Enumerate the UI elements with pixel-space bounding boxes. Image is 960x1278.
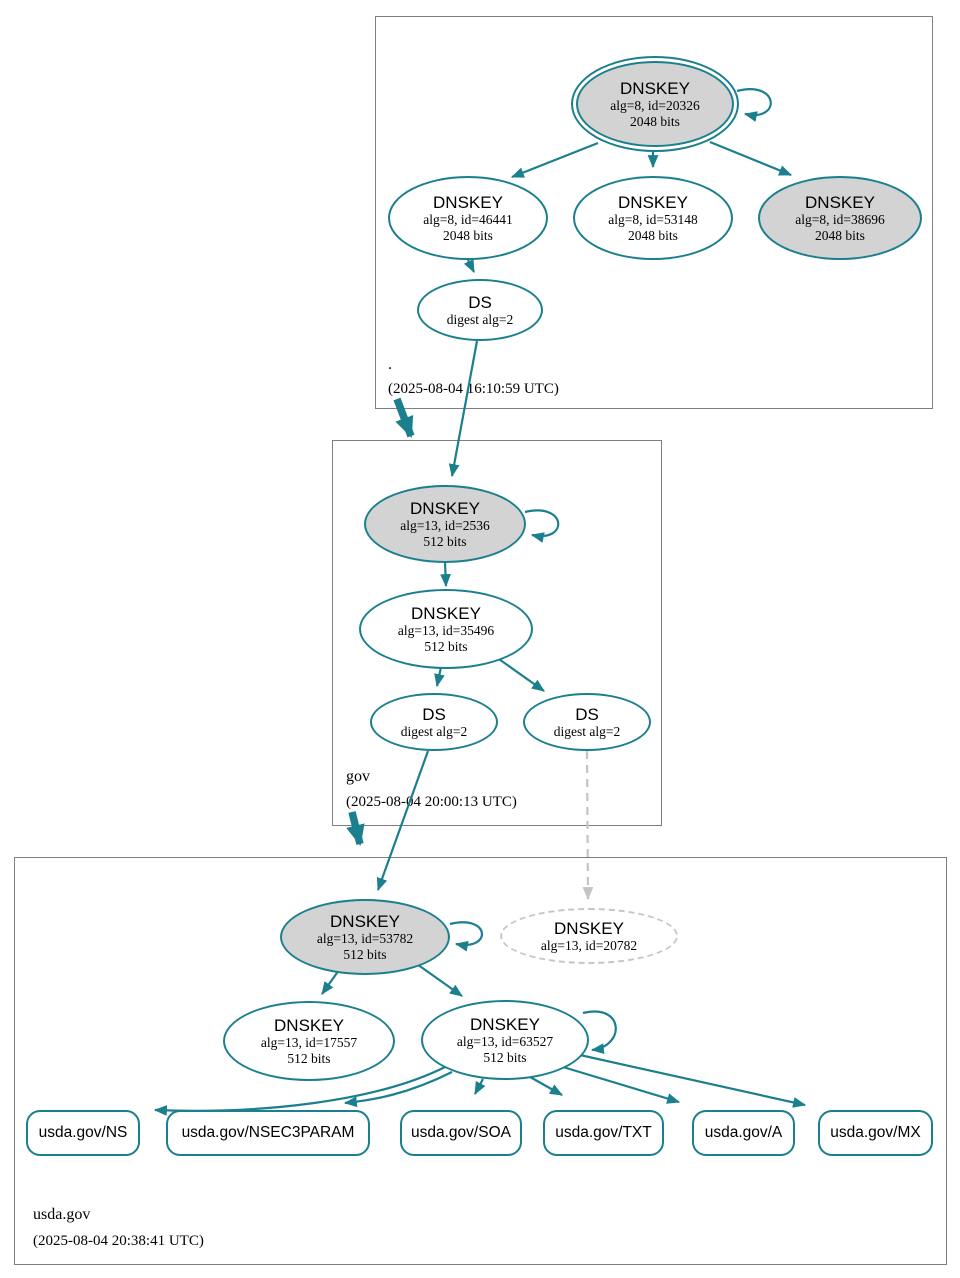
node-detail: alg=13, id=53782: [316, 930, 414, 946]
node-title: DNSKEY: [470, 1014, 540, 1034]
node-detail: alg=13, id=35496: [397, 622, 495, 638]
delegation-arrow-root-to-gov: [393, 397, 415, 438]
node-detail: alg=8, id=20326: [610, 97, 700, 113]
rrset-label: usda.gov/TXT: [555, 1124, 652, 1141]
dnskey-35496-node[interactable]: DNSKEY alg=13, id=35496 512 bits: [359, 589, 533, 669]
edge-ds2-to-missing-dnskey-20782: [582, 750, 594, 901]
dnskey-2536-node[interactable]: DNSKEY alg=13, id=2536 512 bits: [364, 485, 526, 563]
node-detail: alg=13, id=63527: [456, 1033, 554, 1049]
dnskey-46441-node[interactable]: DNSKEY alg=8, id=46441 2048 bits: [388, 176, 548, 260]
dnskey-20782-missing-node[interactable]: DNSKEY alg=13, id=20782: [500, 908, 678, 964]
dnskey-38696-node[interactable]: DNSKEY alg=8, id=38696 2048 bits: [758, 176, 922, 260]
edge-53782-to-17557: [321, 969, 340, 995]
edge-63527-to-nsec3param: [343, 1071, 453, 1108]
rrset-usda-gov-txt[interactable]: usda.gov/TXT: [543, 1110, 664, 1156]
edge-63527-to-a: [552, 1062, 681, 1104]
edge-46441-to-ds-root: [463, 258, 475, 273]
node-title: DNSKEY: [410, 498, 480, 518]
zone-box-gov: [332, 440, 662, 826]
node-detail: alg=13, id=17557: [260, 1034, 358, 1050]
edge-20326-to-38696: [709, 140, 793, 177]
rrset-label: usda.gov/A: [704, 1124, 783, 1141]
node-title: DS: [575, 704, 599, 724]
zone-timestamp-root: (2025-08-04 16:10:59 UTC): [388, 381, 559, 397]
node-bits: 2048 bits: [628, 227, 678, 243]
rrset-usda-gov-nsec3param[interactable]: usda.gov/NSEC3PARAM: [166, 1110, 370, 1156]
node-title: DNSKEY: [620, 78, 690, 98]
dnskey-53148-node[interactable]: DNSKEY alg=8, id=53148 2048 bits: [573, 176, 733, 260]
node-title: DNSKEY: [618, 192, 688, 212]
node-bits: 512 bits: [483, 1049, 527, 1065]
rrset-usda-gov-mx[interactable]: usda.gov/MX: [818, 1110, 933, 1156]
edge-selfsign-2536: [524, 509, 560, 543]
node-detail: alg=8, id=53148: [608, 211, 698, 227]
rrset-usda-gov-a[interactable]: usda.gov/A: [692, 1110, 795, 1156]
node-title: DNSKEY: [274, 1015, 344, 1035]
node-title: DS: [468, 292, 492, 312]
dnskey-20326-inner: DNSKEY alg=8, id=20326 2048 bits: [576, 61, 734, 147]
edge-selfsign-20326: [736, 88, 772, 122]
node-detail: digest alg=2: [400, 723, 468, 739]
zone-box-usda-gov: [14, 857, 947, 1265]
zone-box-root: [375, 16, 933, 409]
zone-timestamp-gov: (2025-08-04 20:00:13 UTC): [346, 794, 517, 810]
edge-ds-root-to-gov-ksk: [448, 340, 479, 478]
rrset-usda-gov-ns[interactable]: usda.gov/NS: [26, 1110, 140, 1156]
node-title: DNSKEY: [411, 603, 481, 623]
edge-20326-to-46441: [510, 141, 599, 179]
zone-name-root: .: [388, 356, 392, 373]
edge-35496-to-ds2: [495, 656, 545, 692]
node-detail: digest alg=2: [446, 311, 514, 327]
zone-name-gov: gov: [346, 768, 370, 785]
node-bits: 512 bits: [424, 638, 468, 654]
node-title: DNSKEY: [433, 192, 503, 212]
rrset-label: usda.gov/NS: [38, 1124, 128, 1141]
node-title: DNSKEY: [330, 911, 400, 931]
zone-timestamp-usda-gov: (2025-08-04 20:38:41 UTC): [33, 1233, 204, 1249]
dnskey-63527-node[interactable]: DNSKEY alg=13, id=63527 512 bits: [421, 1000, 589, 1080]
edge-selfsign-63527: [582, 1010, 617, 1054]
ds-root-node[interactable]: DS digest alg=2: [417, 279, 543, 341]
edge-2536-to-35496: [440, 561, 451, 588]
zone-name-usda-gov: usda.gov: [33, 1206, 91, 1223]
node-title: DS: [422, 704, 446, 724]
rrset-usda-gov-soa[interactable]: usda.gov/SOA: [400, 1110, 522, 1156]
dnskey-53782-node[interactable]: DNSKEY alg=13, id=53782 512 bits: [280, 899, 450, 975]
node-detail: digest alg=2: [553, 723, 621, 739]
node-bits: 2048 bits: [630, 113, 680, 129]
edge-ds1-to-usda-ksk: [376, 750, 430, 892]
node-bits: 512 bits: [343, 946, 387, 962]
node-bits: 512 bits: [287, 1050, 331, 1066]
node-bits: 512 bits: [423, 533, 467, 549]
node-bits: 2048 bits: [443, 227, 493, 243]
edge-35496-to-ds1: [434, 666, 445, 688]
ds-gov-2-node[interactable]: DS digest alg=2: [523, 693, 651, 751]
edge-63527-to-soa: [474, 1078, 486, 1095]
edge-63527-to-mx: [570, 1051, 807, 1108]
rrset-label: usda.gov/NSEC3PARAM: [181, 1124, 355, 1141]
rrset-label: usda.gov/MX: [830, 1124, 921, 1141]
rrset-label: usda.gov/SOA: [411, 1124, 511, 1141]
node-detail: alg=8, id=38696: [795, 211, 885, 227]
ds-gov-1-node[interactable]: DS digest alg=2: [370, 693, 498, 751]
node-detail: alg=13, id=2536: [400, 517, 490, 533]
node-title: DNSKEY: [554, 918, 624, 938]
node-detail: alg=8, id=46441: [423, 211, 513, 227]
node-detail: alg=13, id=20782: [540, 937, 638, 953]
dnskey-20326-node[interactable]: DNSKEY alg=8, id=20326 2048 bits: [571, 56, 739, 152]
node-bits: 2048 bits: [815, 227, 865, 243]
delegation-arrow-gov-to-usda: [346, 811, 365, 847]
dnskey-17557-node[interactable]: DNSKEY alg=13, id=17557 512 bits: [223, 1001, 395, 1081]
edge-53782-to-63527: [413, 961, 463, 997]
edge-selfsign-53782: [449, 921, 484, 952]
node-title: DNSKEY: [805, 192, 875, 212]
